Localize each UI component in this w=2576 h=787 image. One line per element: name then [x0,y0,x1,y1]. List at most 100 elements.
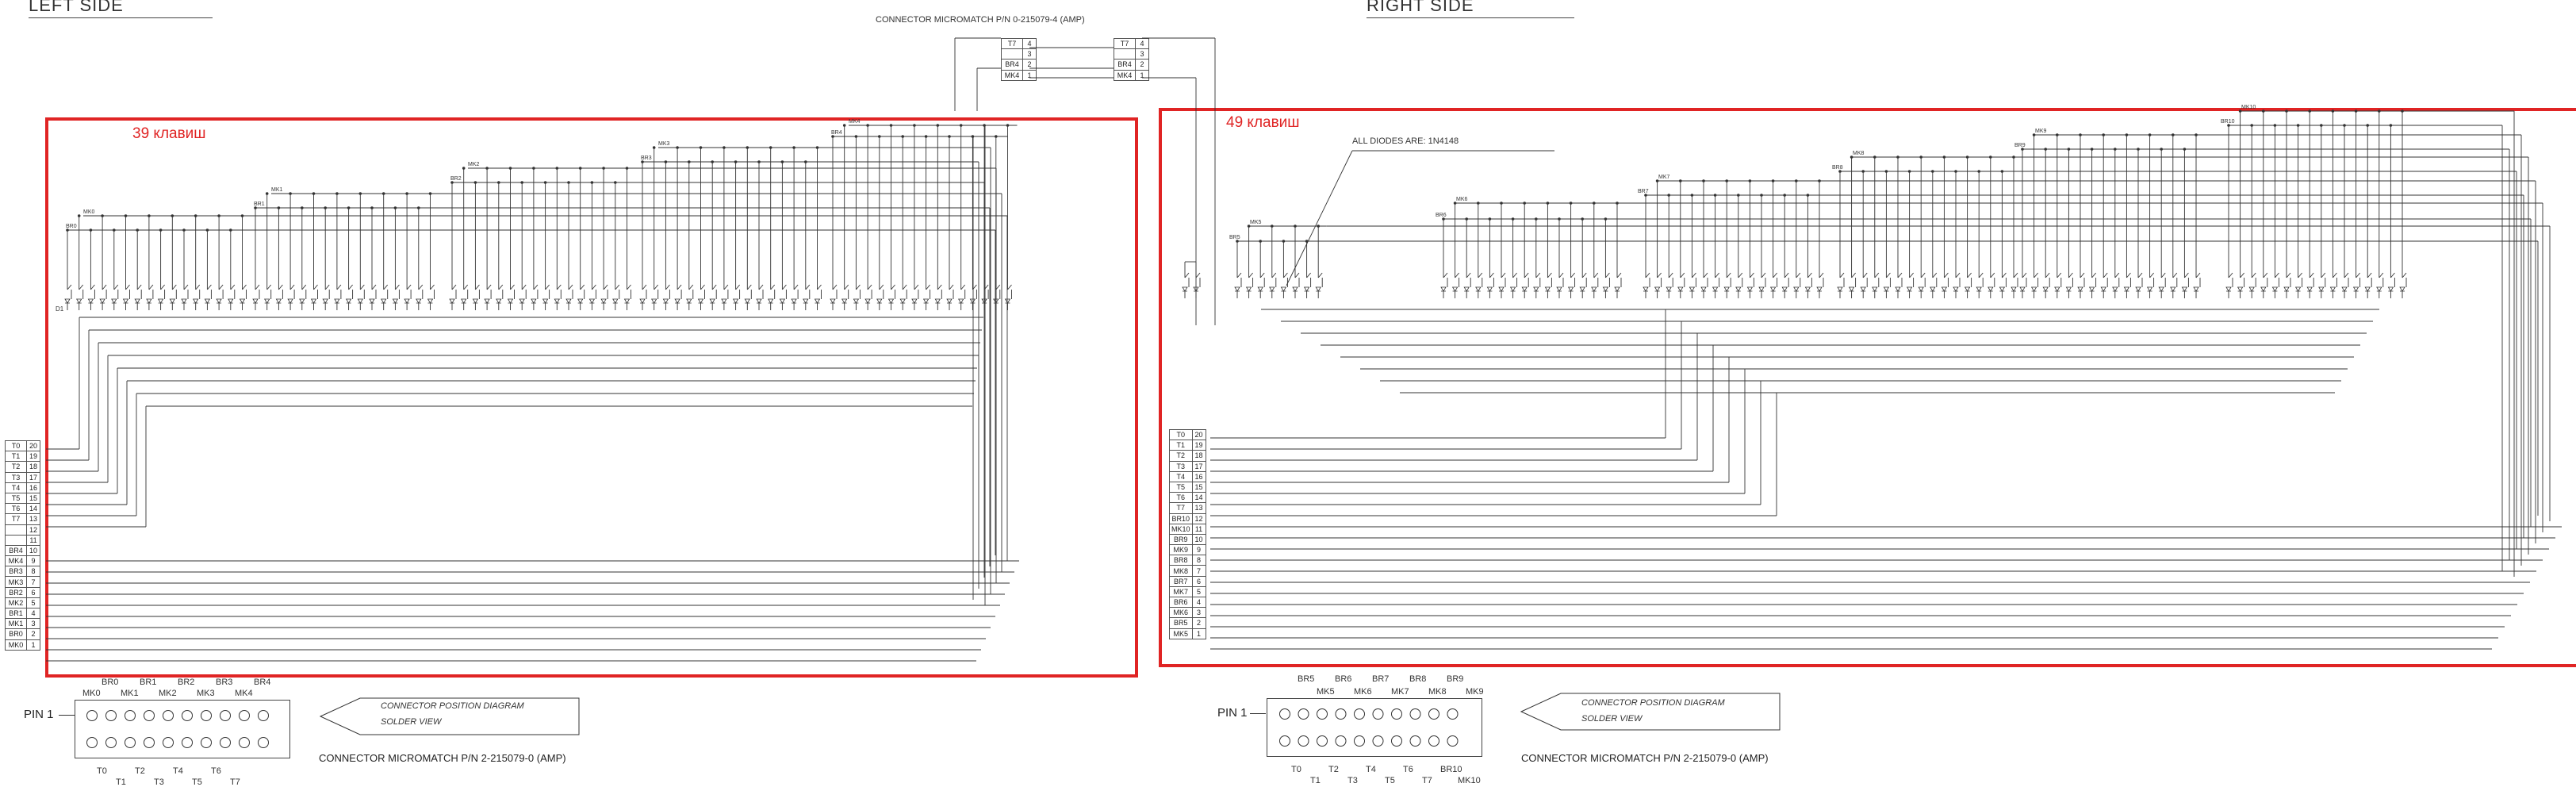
junction-dot [2137,148,2140,151]
key-switch [615,284,620,290]
connector-pin [163,710,174,721]
right-keys-count: 49 клавиш [1226,114,1300,131]
key-switch [2356,272,2360,278]
diode-symbol [64,298,71,304]
key-switch [2160,272,2166,278]
diode-symbol [767,298,774,304]
junction-dot [688,160,691,163]
junction-dot [393,206,397,209]
junction-dot [1965,155,1969,159]
key-switch [348,284,353,290]
connector-pin [182,710,193,721]
key-switch [723,284,729,290]
key-switch [242,284,247,290]
row-label-mk: MK9 [2035,129,2047,134]
right-conn-mid-4: MK9 [1466,687,1484,697]
junction-dot [831,135,834,138]
connector-pin [220,710,231,721]
right-side-title: RIGHT SIDE [1367,0,1574,18]
right-keys-frame [1159,108,2576,667]
junction-dot [405,192,408,195]
junction-dot [792,146,795,149]
diode-symbol [542,298,549,304]
junction-dot [1644,194,1647,197]
key-switch [125,284,130,290]
junction-dot [1795,179,1798,182]
junction-dot [2067,148,2071,151]
key-switch [2286,272,2291,278]
junction-dot [2079,133,2082,136]
junction-dot [1850,155,1853,159]
key-switch [1007,284,1012,290]
junction-dot [2366,124,2369,127]
diode-symbol [1579,286,1585,292]
right-conn-bot-b-2: T5 [1385,776,1395,785]
diode-symbol [1614,286,1620,292]
diode-symbol [134,298,140,304]
junction-dot [1771,179,1775,182]
row-label-mk: MK4 [849,119,861,125]
key-switch [1726,272,1731,278]
diode-symbol [122,298,129,304]
key-switch [1909,272,1914,278]
diode-symbol [2077,286,2083,292]
key-switch [856,284,861,290]
junction-dot [2238,109,2242,113]
diode-symbol [157,298,164,304]
key-switch [207,284,212,290]
diode-symbol [2030,286,2037,292]
junction-dot [1453,202,1457,205]
junction-dot [948,135,951,138]
key-switch [1773,272,1777,278]
key-switch [1715,272,1719,278]
diode-symbol [2225,286,2232,292]
connector-pin [163,737,174,748]
right-pin1-label: PIN 1 [1217,706,1248,720]
junction-dot [1477,202,1480,205]
junction-dot [1907,170,1911,173]
junction-dot [1713,194,1717,197]
key-switch [1317,272,1323,278]
junction-dot [2148,133,2152,136]
right-conn-top-2: BR7 [1372,674,1390,684]
diode-symbol [1475,286,1482,292]
diode-symbol [697,298,704,304]
key-switch [2251,272,2256,278]
left-conn-bot-a-3: T6 [211,766,221,776]
diode-symbol [1602,286,1609,292]
left-conn-mid-1: MK1 [121,689,139,698]
left-conn-top-2: BR2 [178,678,195,687]
diode-symbol [577,298,584,304]
diode-symbol [472,298,479,304]
junction-dot [1977,170,1980,173]
junction-dot [1942,155,1946,159]
key-switch [2367,272,2372,278]
key-switch [1466,272,1471,278]
row-label-br: BR0 [66,224,77,229]
key-switch [1967,272,1972,278]
left-first-diode-label: D1 [56,305,64,313]
diode-symbol [612,298,619,304]
diode-symbol [686,298,692,304]
junction-dot [124,214,128,217]
junction-dot [889,124,893,127]
diode-symbol [275,298,282,304]
junction-dot [101,214,104,217]
diode-symbol [600,298,607,304]
junction-dot [2389,124,2393,127]
key-switch [395,284,400,290]
left-diagram-title: CONNECTOR POSITION DIAGRAM [381,701,524,711]
key-switch [805,284,811,290]
junction-dot [1679,179,1682,182]
diode-symbol [1895,286,1901,292]
connector-pin [1391,708,1402,720]
junction-dot [1511,217,1515,221]
junction-dot [1667,194,1670,197]
diode-symbol [1666,286,1672,292]
left-keys-count: 39 клавиш [132,125,206,142]
junction-dot [901,135,904,138]
key-switch [1294,272,1300,278]
diode-symbol [496,298,502,304]
junction-dot [2183,148,2187,151]
